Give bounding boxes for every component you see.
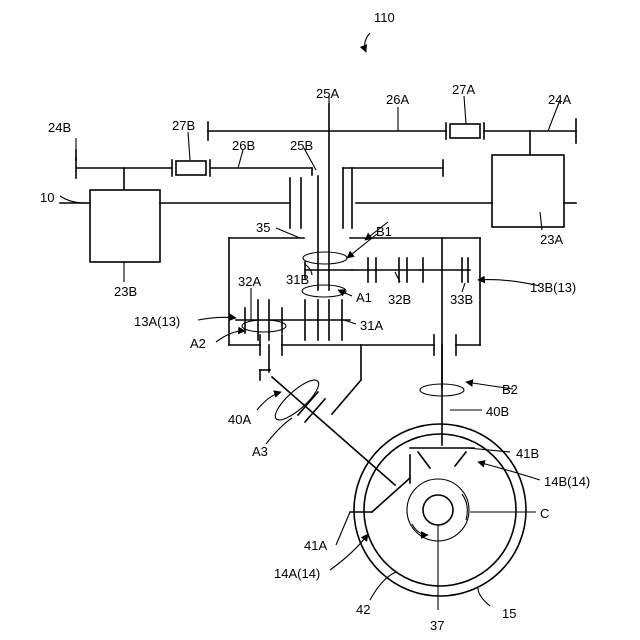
label-25B: 25B [290,138,313,153]
label-15: 15 [502,606,516,621]
label-23A: 23A [540,232,563,247]
label-32A: 32A [238,274,261,289]
label-27B: 27B [172,118,195,133]
gear-41B [410,448,474,468]
gear-32A [236,300,350,340]
label-A2: A2 [190,336,206,351]
motor-23B [60,168,290,262]
output-shaft-B [434,335,456,445]
coupling-27A [446,123,484,139]
label-B1: B1 [376,224,392,239]
label-A3: A3 [252,444,268,459]
label-40B: 40B [486,404,509,419]
label-13B: 13B(13) [530,280,576,295]
label-24B: 24B [48,120,71,135]
coupling-27B [172,160,210,176]
label-26B: 26B [232,138,255,153]
label-10: 10 [40,190,54,205]
shaft-26A [208,119,576,143]
label-33B: 33B [450,292,473,307]
label-14A: 14A(14) [274,566,320,581]
labels: 110 25A 26A 27A 24A 24B 27B 26B 25B 10 2… [40,10,590,633]
label-B2: B2 [502,382,518,397]
label-42: 42 [356,602,370,617]
label-24A: 24A [548,92,571,107]
label-41B: 41B [516,446,539,461]
label-27A: 27A [452,82,475,97]
gear-32B [352,258,420,282]
label-25A: 25A [316,86,339,101]
label-26A: 26A [386,92,409,107]
gear-pair-left [290,178,301,228]
label-C: C [540,506,549,521]
motor-23A [356,131,576,227]
body-15 [354,424,526,596]
label-13A: 13A(13) [134,314,180,329]
label-37: 37 [430,618,444,633]
label-23B: 23B [114,284,137,299]
label-31B: 31B [286,272,309,287]
rotation-arrow-A2 [242,320,286,332]
gear-pair-right [343,160,443,228]
label-40A: 40A [228,412,251,427]
gear-33B [420,238,470,388]
label-A1: A1 [356,290,372,305]
label-fig-ref: 110 [374,10,395,25]
label-41A: 41A [304,538,327,553]
label-14B: 14B(14) [544,474,590,489]
label-35: 35 [256,220,270,235]
label-32B: 32B [388,292,411,307]
output-shaft-A [260,335,282,372]
label-31A: 31A [360,318,383,333]
